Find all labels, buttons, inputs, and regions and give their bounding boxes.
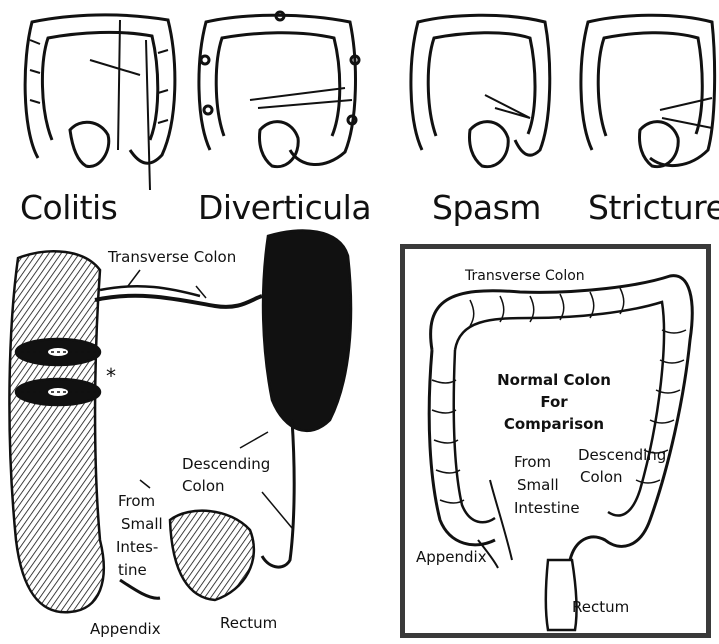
right-label-descending-1: Descending [578, 446, 666, 465]
left-label-from-3: Intes- [116, 538, 158, 557]
normal-colon-title-3: Comparison [494, 414, 614, 434]
caption-spasm: Spasm [432, 188, 541, 227]
diseased-colon-drawing [9, 231, 351, 613]
caption-diverticula: Diverticula [198, 188, 371, 227]
caption-stricture: Stricture [588, 188, 719, 227]
left-label-transverse-colon: Transverse Colon [108, 248, 236, 267]
left-label-from-2: Small [121, 515, 163, 534]
right-label-appendix: Appendix [416, 548, 487, 567]
left-label-descending-1: Descending [182, 455, 270, 474]
right-label-from-3: Intestine [514, 499, 580, 518]
right-label-from-2: Small [517, 476, 559, 495]
diverticula-colon-drawing [199, 12, 359, 167]
right-label-rectum: Rectum [572, 598, 629, 617]
caption-colitis: Colitis [20, 188, 117, 227]
left-label-from-4: tine [118, 561, 147, 580]
normal-colon-frame [400, 244, 711, 638]
left-label-rectum: Rectum [220, 614, 277, 633]
right-label-from-1: From [514, 453, 551, 472]
right-label-transverse-colon: Transverse Colon [465, 268, 585, 286]
left-label-from-1: From [118, 492, 155, 511]
right-label-descending-2: Colon [580, 468, 623, 487]
left-label-appendix: Appendix [90, 620, 161, 639]
normal-colon-title-1: Normal Colon [494, 370, 614, 390]
left-label-asterisk: * [106, 364, 116, 389]
spasm-colon-drawing [411, 15, 550, 166]
stricture-colon-drawing [581, 15, 715, 166]
normal-colon-title-2: For [494, 392, 614, 412]
colitis-colon-drawing [25, 15, 175, 190]
left-label-descending-2: Colon [182, 477, 225, 496]
